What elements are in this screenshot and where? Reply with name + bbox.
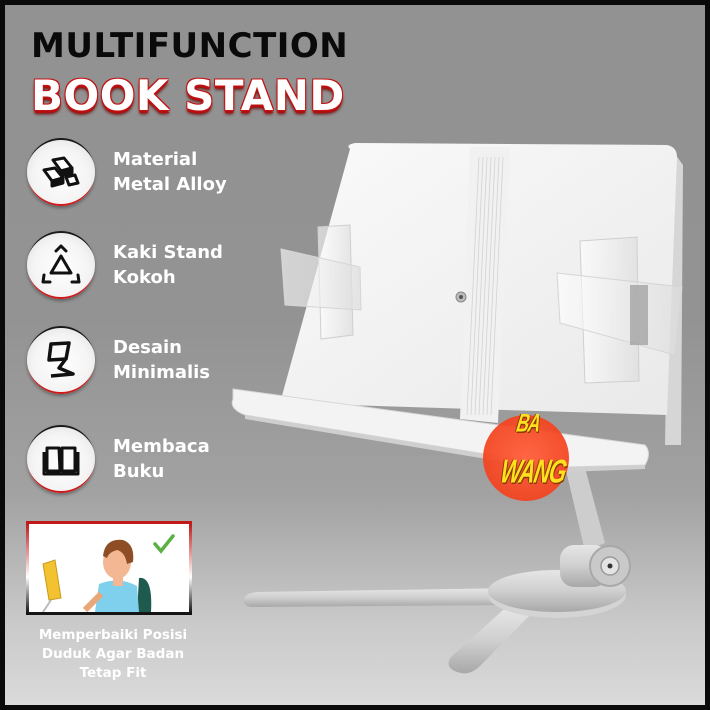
feature-stand: Kaki Stand Kokoh [27, 231, 223, 299]
metal-bars-icon [42, 156, 80, 188]
feature-design: Desain Minimalis [27, 326, 210, 394]
feature-label-line2: Minimalis [113, 362, 211, 383]
checkmark-icon [153, 534, 175, 554]
product-banner: MULTIFUNCTION BOOK STAND [5, 5, 705, 705]
feature-label-line1: Material [113, 149, 198, 170]
feature-icon-badge [27, 425, 95, 493]
open-book-icon [42, 446, 80, 476]
feature-icon-badge [27, 326, 95, 394]
caption-line-2: Duduk Agar Badan [41, 646, 185, 662]
feature-label-line2: Metal Alloy [113, 174, 227, 195]
posture-caption: Memperbaiki Posisi Duduk Agar Badan Teta… [13, 626, 213, 683]
feature-reading: Membaca Buku [27, 425, 210, 493]
watermark-text-line1: BA [514, 409, 543, 438]
feature-label-line1: Kaki Stand [113, 242, 223, 263]
feature-label-line2: Kokoh [113, 267, 176, 288]
feature-label-line1: Desain [113, 337, 182, 358]
feature-material: Material Metal Alloy [27, 138, 227, 206]
watermark-text-line2: WANG [497, 452, 569, 491]
book-stand-product-image [231, 143, 683, 674]
person-reading-illustration [42, 534, 175, 612]
title-line-1: MULTIFUNCTION [31, 26, 349, 66]
feature-label-line1: Membaca [113, 436, 210, 457]
watermark-badge [483, 415, 569, 501]
posture-illustration-card [26, 521, 192, 615]
feature-icon-badge [27, 138, 95, 206]
minimal-stand-icon [47, 341, 75, 378]
title-line-2: BOOK STAND [31, 71, 345, 120]
feature-icon-badge [27, 231, 95, 299]
tripod-triangle-icon [41, 244, 81, 284]
feature-label-line2: Buku [113, 461, 165, 482]
caption-line-1: Memperbaiki Posisi [38, 627, 188, 643]
caption-line-3: Tetap Fit [79, 665, 147, 681]
